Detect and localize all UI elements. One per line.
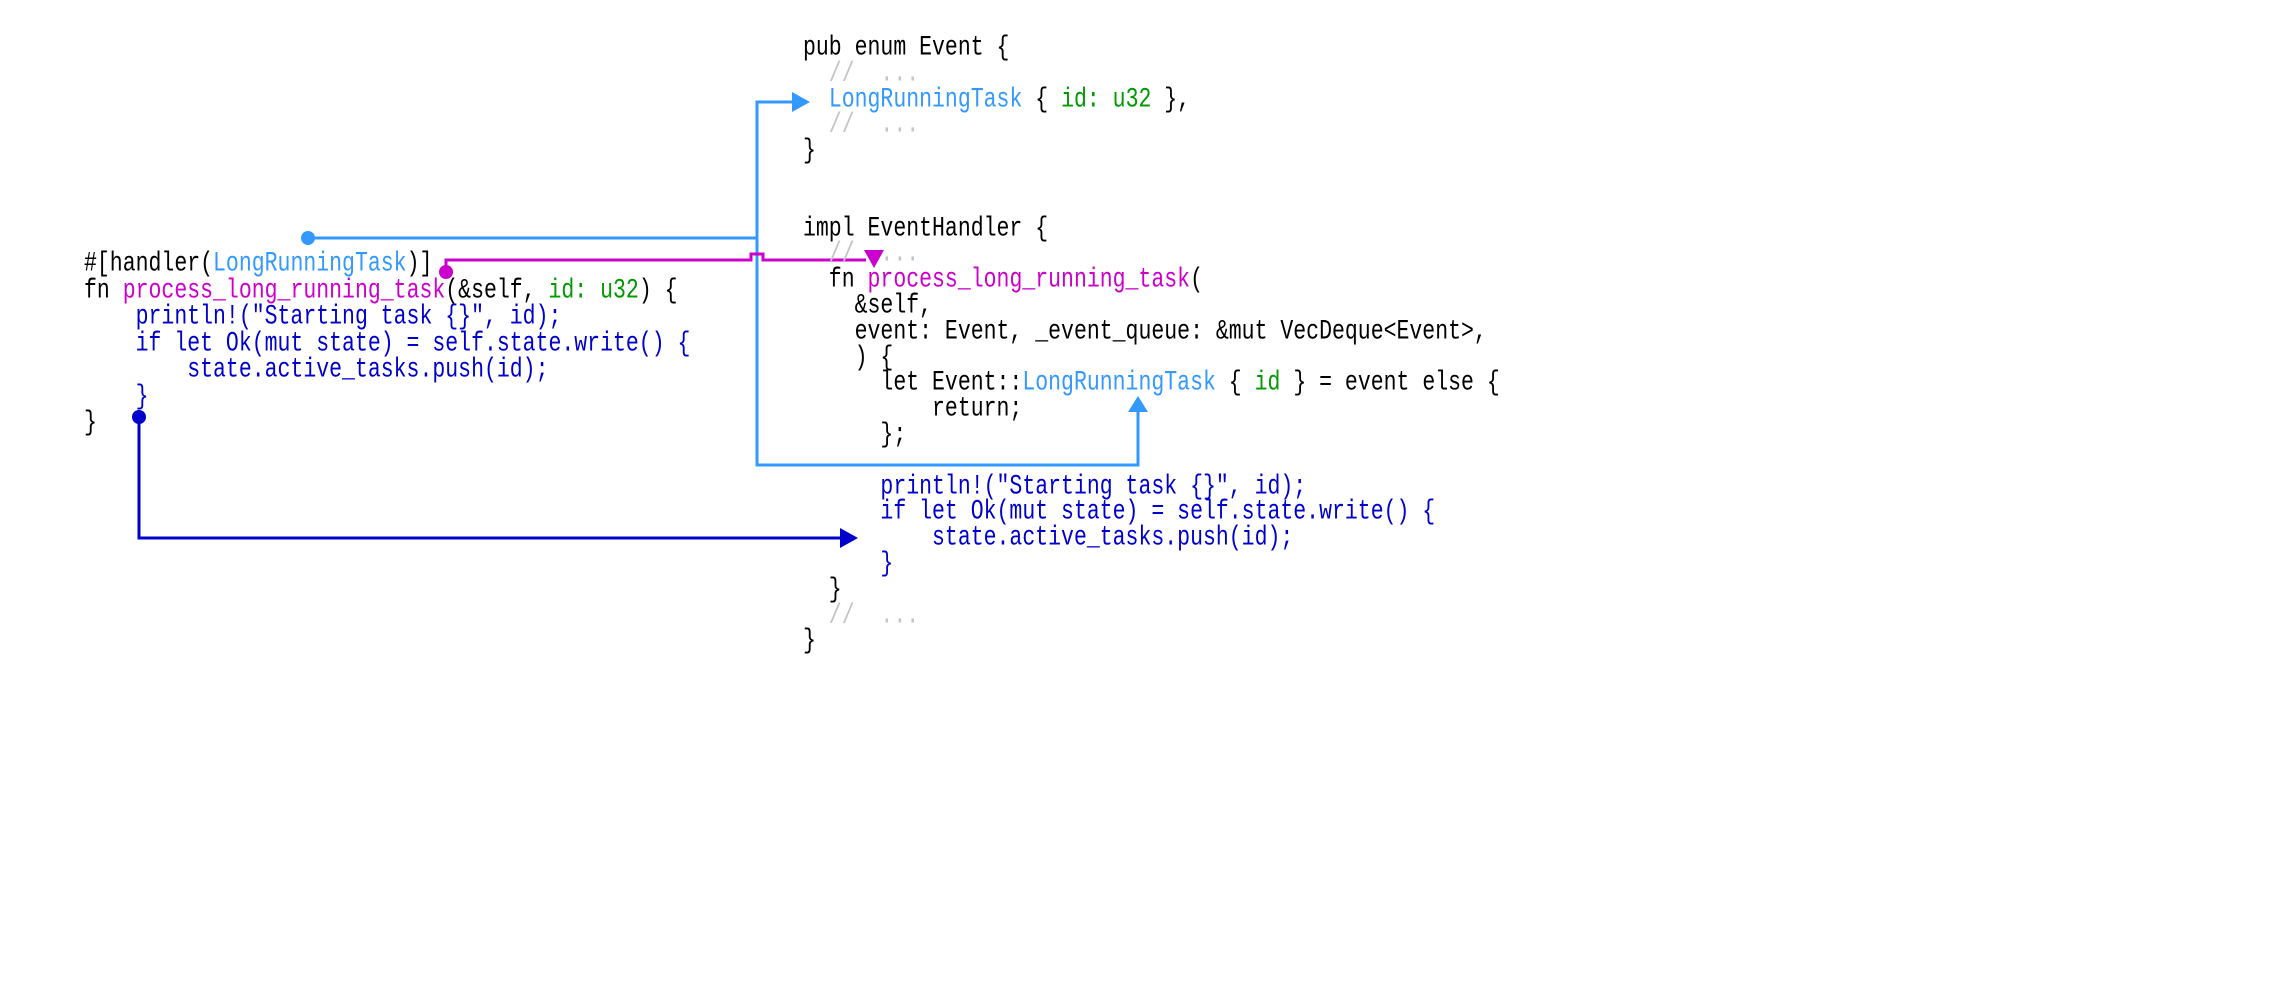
code-token: LongRunningTask (213, 248, 407, 280)
arrowhead-right-icon (840, 528, 858, 548)
code-token: // ... (803, 239, 920, 270)
code-token: process_long_running_task (122, 275, 446, 306)
code-token: id: u32 (548, 275, 639, 306)
code-line: } (84, 404, 97, 442)
code-token: { (1022, 84, 1062, 115)
code-token: LongRunningTask (828, 84, 1023, 115)
code-token: } = event else { (1280, 368, 1500, 399)
code-line: return; (803, 390, 1022, 428)
code-line: LongRunningTask { id: u32 }, (803, 80, 1190, 118)
code-token: #[handler( (84, 248, 214, 280)
code-token: } (803, 548, 894, 580)
code-token: LongRunningTask (1022, 368, 1216, 399)
arrowhead-up-icon (1128, 396, 1148, 412)
code-token: )] (406, 248, 433, 280)
arrowhead-down-icon (864, 250, 884, 268)
code-token: fn (84, 275, 123, 306)
code-token: ) { (638, 275, 678, 306)
code-token: event: Event, _event_queue: &mut VecDequ… (803, 316, 1487, 348)
code-line: println!("Starting task {}", id); (84, 298, 562, 336)
code-token: } (803, 626, 816, 657)
code-line: ) { (803, 338, 894, 376)
code-line: fn process_long_running_task( (803, 261, 1203, 299)
code-line: #[handler(LongRunningTask)] (84, 245, 432, 283)
code-token: // ... (803, 600, 920, 631)
code-token: &self, (803, 290, 933, 322)
code-line: event: Event, _event_queue: &mut VecDequ… (803, 313, 1487, 351)
code-token: ) { (803, 342, 894, 373)
code-token: } (84, 381, 149, 412)
code-token: } (84, 407, 97, 439)
code-token: pub enum Event { (803, 32, 1010, 64)
code-line: println!("Starting task {}", id); (803, 467, 1306, 505)
code-line: pub enum Event { (803, 29, 1009, 67)
code-token: // ... (803, 110, 920, 141)
code-line: &self, (803, 287, 932, 325)
code-token: process_long_running_task (867, 264, 1191, 296)
code-token: impl EventHandler { (803, 213, 1049, 244)
code-line: fn process_long_running_task(&self, id: … (84, 271, 678, 309)
code-token: // ... (803, 58, 920, 90)
code-token: state.active_tasks.push(id); (803, 522, 1294, 554)
code-token: return; (803, 393, 1023, 425)
type-connector-arrow (301, 92, 1148, 467)
code-token: fn (803, 264, 868, 296)
code-line: if let Ok(mut state) = self.state.write(… (803, 493, 1435, 531)
code-token: if let Ok(mut state) = self.state.write(… (803, 497, 1436, 528)
code-token: println!("Starting task {}", id); (803, 471, 1307, 502)
code-token: state.active_tasks.push(id); (84, 354, 549, 386)
code-line: state.active_tasks.push(id); (84, 351, 548, 389)
code-token: } (803, 135, 816, 167)
code-token: }; (803, 419, 907, 451)
code-token: } (803, 574, 842, 606)
code-line: } (84, 377, 149, 415)
code-line: // ... (803, 235, 919, 273)
code-token: id (1254, 368, 1281, 399)
code-token: id: u32 (1061, 84, 1152, 115)
code-token: }, (1151, 84, 1191, 115)
code-line: // ... (803, 596, 919, 634)
body-connector-arrow (132, 410, 858, 548)
code-line: } (803, 571, 842, 609)
code-token: ( (1190, 264, 1203, 296)
code-line: }; (803, 416, 906, 454)
arrowhead-right-icon (792, 92, 810, 112)
function-connector-arrow (439, 250, 884, 279)
code-line: let Event::LongRunningTask { id } = even… (803, 364, 1500, 402)
code-token: { (1215, 368, 1255, 399)
code-token: if let Ok(mut state) = self.state.write(… (84, 328, 691, 359)
code-line: // ... (803, 55, 919, 93)
code-token: (&self, (445, 275, 549, 306)
code-line: state.active_tasks.push(id); (803, 519, 1293, 557)
code-line: } (803, 545, 893, 583)
code-line: } (803, 622, 816, 660)
code-line: } (803, 132, 816, 170)
code-line: // ... (803, 106, 919, 144)
code-line: if let Ok(mut state) = self.state.write(… (84, 324, 691, 362)
code-token: println!("Starting task {}", id); (84, 301, 562, 333)
code-line: impl EventHandler { (803, 209, 1048, 247)
code-token: let Event:: (803, 368, 1023, 399)
